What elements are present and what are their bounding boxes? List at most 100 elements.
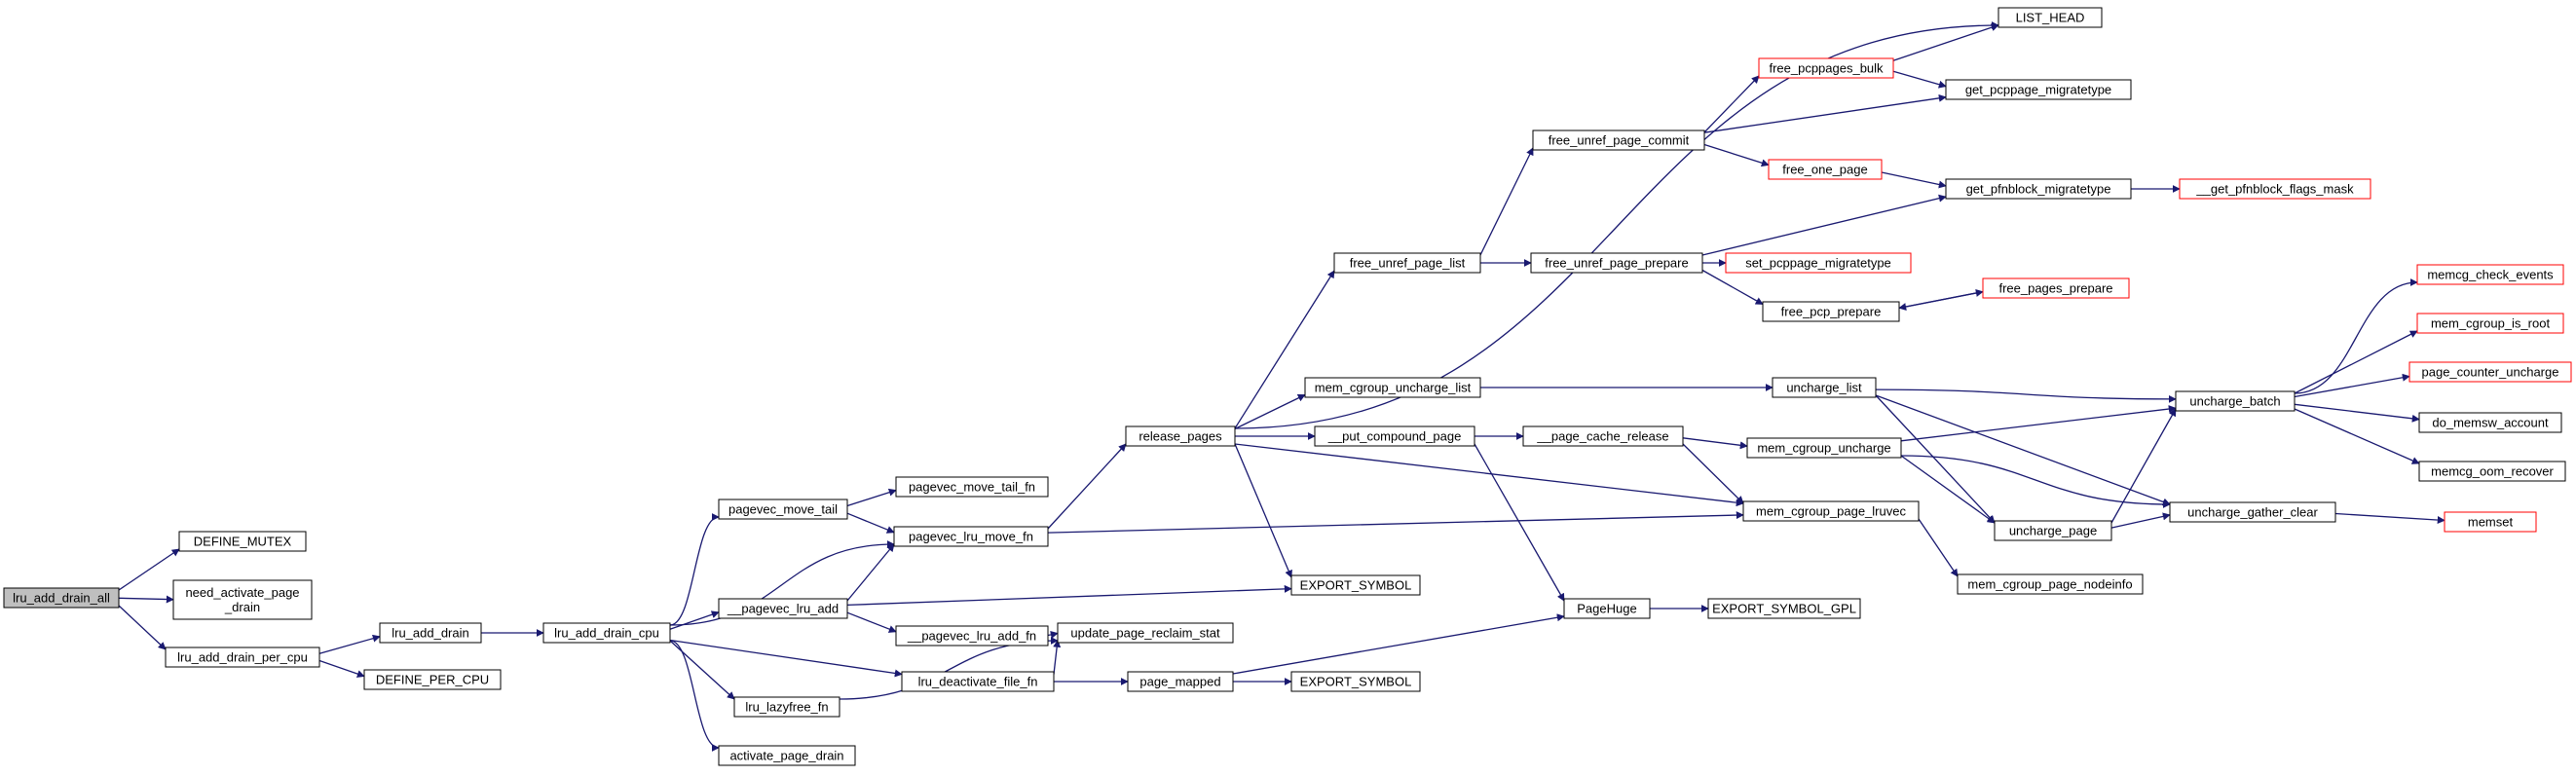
node-box[interactable] — [379, 622, 482, 644]
node-box[interactable] — [363, 669, 502, 690]
node-box[interactable] — [2416, 313, 2564, 334]
node-box[interactable] — [1772, 377, 1877, 398]
node-box[interactable] — [1522, 425, 1684, 447]
node-need-activate-page-drain[interactable]: need_activate_page_drain — [172, 579, 313, 620]
node-memset[interactable]: memset — [2444, 511, 2537, 533]
node-box[interactable] — [895, 476, 1049, 498]
node-box[interactable] — [1957, 573, 2144, 595]
node-DEFINE-PER-CPU[interactable]: DEFINE_PER_CPU — [363, 669, 502, 690]
node-box[interactable] — [733, 696, 840, 718]
node-box[interactable] — [1707, 598, 1861, 619]
node-box[interactable] — [1945, 79, 2132, 100]
node-lru-add-drain[interactable]: lru_add_drain — [379, 622, 482, 644]
node-get-pfnblock-migratetype[interactable]: get_pfnblock_migratetype — [1945, 178, 2132, 200]
node-pagevec-lru-add[interactable]: __pagevec_lru_add — [718, 598, 848, 619]
node-uncharge-batch[interactable]: uncharge_batch — [2175, 390, 2296, 412]
node-box[interactable] — [1333, 252, 1481, 274]
node-box[interactable] — [172, 579, 313, 620]
node-get-pfnblock-flags-mask[interactable]: __get_pfnblock_flags_mask — [2179, 178, 2371, 200]
node-mem-cgroup-page-nodeinfo[interactable]: mem_cgroup_page_nodeinfo — [1957, 573, 2144, 595]
node-box[interactable] — [895, 625, 1049, 647]
node-activate-page-drain[interactable]: activate_page_drain — [718, 745, 856, 766]
node-release-pages[interactable]: release_pages — [1125, 425, 1236, 447]
node-get-pcppage-migratetype[interactable]: get_pcppage_migratetype — [1945, 79, 2132, 100]
node-box[interactable] — [178, 531, 307, 552]
node-EXPORT-SYMBOL-b[interactable]: EXPORT_SYMBOL — [1290, 671, 1421, 692]
node-PageHuge[interactable]: PageHuge — [1563, 598, 1651, 619]
node-box[interactable] — [893, 526, 1049, 547]
node-EXPORT-SYMBOL-GPL[interactable]: EXPORT_SYMBOL_GPL — [1707, 598, 1861, 619]
node-box[interactable] — [1994, 520, 2112, 541]
node-box[interactable] — [1314, 425, 1475, 447]
node-update-page-reclaim-stat[interactable]: update_page_reclaim_stat — [1057, 622, 1234, 644]
node-set-pcppage-migratetype[interactable]: set_pcppage_migratetype — [1725, 252, 1912, 274]
node-box[interactable] — [1742, 500, 1920, 522]
node-free-pcp-prepare[interactable]: free_pcp_prepare — [1762, 301, 1900, 322]
node-lru-add-drain-cpu[interactable]: lru_add_drain_cpu — [542, 622, 671, 644]
node-box[interactable] — [1758, 57, 1894, 79]
node-lru-add-drain-per-cpu[interactable]: lru_add_drain_per_cpu — [165, 647, 320, 668]
node-uncharge-gather-clear[interactable]: uncharge_gather_clear — [2169, 501, 2336, 523]
node-box[interactable] — [2416, 264, 2564, 285]
node-mem-cgroup-is-root[interactable]: mem_cgroup_is_root — [2416, 313, 2564, 334]
node-put-compound-page[interactable]: __put_compound_page — [1314, 425, 1475, 447]
node-box[interactable] — [1125, 425, 1236, 447]
node-box[interactable] — [1290, 671, 1421, 692]
node-box[interactable] — [718, 598, 848, 619]
node-box[interactable] — [901, 671, 1055, 692]
node-page-mapped[interactable]: page_mapped — [1127, 671, 1234, 692]
node-box[interactable] — [1768, 159, 1883, 180]
node-box[interactable] — [542, 622, 671, 644]
node-pagevec-lru-move-fn[interactable]: pagevec_lru_move_fn — [893, 526, 1049, 547]
node-box[interactable] — [2169, 501, 2336, 523]
node-box[interactable] — [1530, 252, 1703, 274]
node-box[interactable] — [1563, 598, 1651, 619]
node-box[interactable] — [1997, 7, 2103, 28]
node-pagevec-lru-add-fn[interactable]: __pagevec_lru_add_fn — [895, 625, 1049, 647]
node-box[interactable] — [1746, 437, 1902, 459]
node-box[interactable] — [1945, 178, 2132, 200]
node-box[interactable] — [2408, 361, 2572, 383]
node-pagevec-move-tail[interactable]: pagevec_move_tail — [718, 499, 848, 520]
node-lru-deactivate-file-fn[interactable]: lru_deactivate_file_fn — [901, 671, 1055, 692]
node-mem-cgroup-uncharge[interactable]: mem_cgroup_uncharge — [1746, 437, 1902, 459]
node-box[interactable] — [1725, 252, 1912, 274]
node-do-memsw-account[interactable]: do_memsw_account — [2418, 412, 2562, 433]
node-DEFINE-MUTEX[interactable]: DEFINE_MUTEX — [178, 531, 307, 552]
node-free-unref-page-prepare[interactable]: free_unref_page_prepare — [1530, 252, 1703, 274]
node-free-pages-prepare[interactable]: free_pages_prepare — [1982, 277, 2130, 299]
node-page-counter-uncharge[interactable]: page_counter_uncharge — [2408, 361, 2572, 383]
node-box[interactable] — [2175, 390, 2296, 412]
node-box[interactable] — [718, 499, 848, 520]
node-box[interactable] — [718, 745, 856, 766]
node-free-unref-page-list[interactable]: free_unref_page_list — [1333, 252, 1481, 274]
node-free-unref-page-commit[interactable]: free_unref_page_commit — [1532, 129, 1705, 151]
node-box[interactable] — [2179, 178, 2371, 200]
node-box[interactable] — [1057, 622, 1234, 644]
node-box[interactable] — [2418, 412, 2562, 433]
node-uncharge-list[interactable]: uncharge_list — [1772, 377, 1877, 398]
node-free-pcppages-bulk[interactable]: free_pcppages_bulk — [1758, 57, 1894, 79]
node-lru-lazyfree-fn[interactable]: lru_lazyfree_fn — [733, 696, 840, 718]
node-lru-add-drain-all[interactable]: lru_add_drain_all — [3, 587, 120, 609]
node-mem-cgroup-page-lruvec[interactable]: mem_cgroup_page_lruvec — [1742, 500, 1920, 522]
node-box[interactable] — [1304, 377, 1481, 398]
node-page-cache-release[interactable]: __page_cache_release — [1522, 425, 1684, 447]
node-EXPORT-SYMBOL-a[interactable]: EXPORT_SYMBOL — [1290, 574, 1421, 596]
node-pagevec-move-tail-fn[interactable]: pagevec_move_tail_fn — [895, 476, 1049, 498]
node-LIST-HEAD[interactable]: LIST_HEAD — [1997, 7, 2103, 28]
node-mem-cgroup-uncharge-list[interactable]: mem_cgroup_uncharge_list — [1304, 377, 1481, 398]
node-box[interactable] — [1532, 129, 1705, 151]
node-box[interactable] — [2418, 461, 2566, 482]
node-box[interactable] — [1982, 277, 2130, 299]
node-box[interactable] — [1290, 574, 1421, 596]
node-free-one-page[interactable]: free_one_page — [1768, 159, 1883, 180]
node-box[interactable] — [165, 647, 320, 668]
node-box[interactable] — [3, 587, 120, 609]
node-box[interactable] — [2444, 511, 2537, 533]
node-memcg-check-events[interactable]: memcg_check_events — [2416, 264, 2564, 285]
node-box[interactable] — [1127, 671, 1234, 692]
node-memcg-oom-recover[interactable]: memcg_oom_recover — [2418, 461, 2566, 482]
node-uncharge-page[interactable]: uncharge_page — [1994, 520, 2112, 541]
node-box[interactable] — [1762, 301, 1900, 322]
